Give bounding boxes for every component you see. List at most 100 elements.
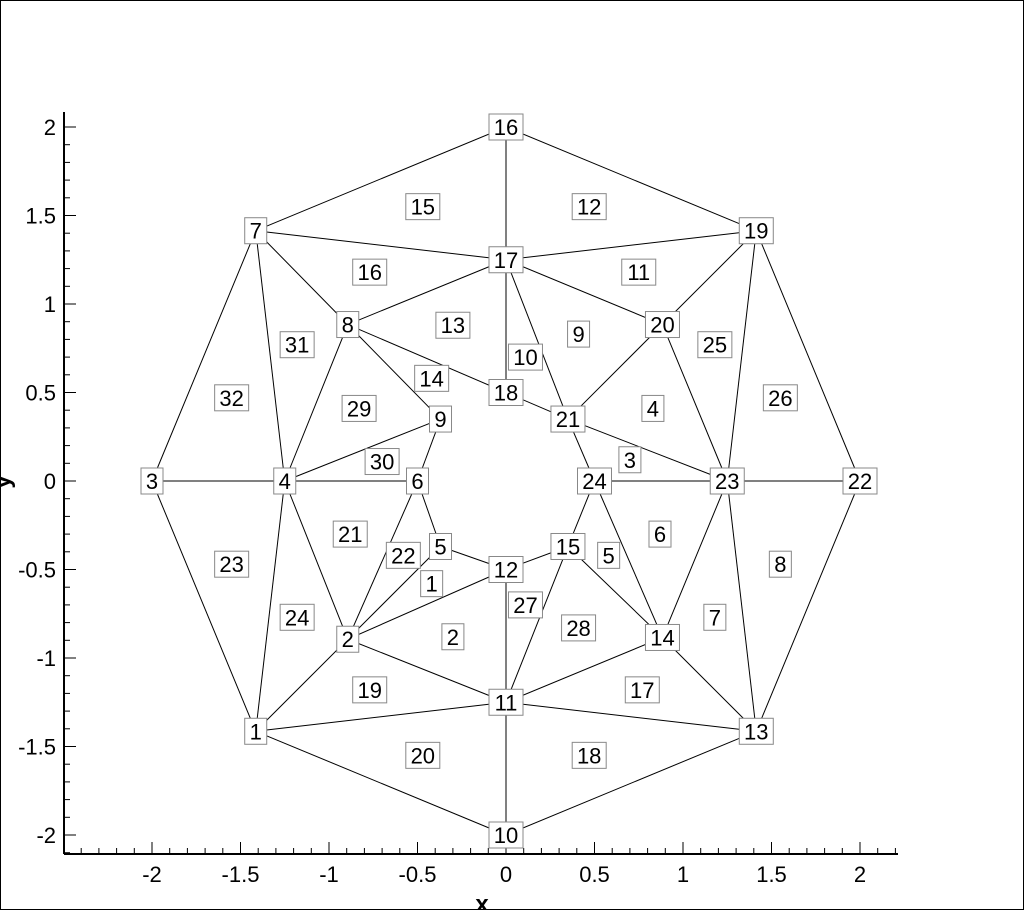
node-label: 13 [738, 717, 774, 745]
element-label-box [762, 384, 798, 412]
element-label-box [571, 193, 607, 221]
element-label-box [214, 384, 250, 412]
element-label: 14 [414, 364, 450, 392]
node-label: 3 [140, 467, 164, 495]
element-label: 5 [597, 541, 621, 569]
mesh-edge [662, 480, 728, 638]
node-label-box [244, 717, 268, 745]
element-label-text: 7 [709, 605, 721, 630]
mesh-edge [347, 324, 441, 420]
element-label-box [697, 331, 733, 359]
node-label-box [488, 246, 524, 274]
element-label: 29 [341, 394, 377, 422]
element-label-box [364, 448, 400, 476]
node-label-text: 4 [279, 469, 291, 494]
node-label: 2 [336, 625, 360, 653]
node-label-box [842, 467, 878, 495]
mesh-edge [662, 637, 757, 732]
node-label: 22 [842, 467, 878, 495]
element-label: 27 [507, 591, 543, 619]
element-label: 24 [279, 603, 315, 631]
element-label-text: 23 [219, 552, 243, 577]
element-label: 9 [567, 320, 591, 348]
node-label: 19 [738, 217, 774, 245]
element-label-text: 27 [513, 593, 537, 618]
element-label-box [597, 541, 621, 569]
element-label-text: 11 [627, 260, 650, 285]
node-label-box [709, 467, 745, 495]
mesh-edge [505, 637, 663, 703]
mesh-edge [347, 324, 507, 393]
element-label-box [624, 676, 660, 704]
node-label: 14 [644, 623, 680, 651]
element-label-text: 14 [419, 366, 443, 391]
node-label-box [429, 532, 453, 560]
node-label-box [488, 821, 524, 849]
mesh-edge [755, 480, 861, 732]
mesh-edge [594, 480, 663, 638]
element-label: 17 [624, 676, 660, 704]
element-label-box [561, 614, 597, 642]
node-label: 12 [488, 556, 524, 583]
element-label-text: 13 [441, 313, 465, 338]
node-label-text: 15 [556, 534, 580, 559]
node-label-box [273, 467, 297, 495]
node-label-text: 19 [744, 219, 768, 244]
node-label-box [644, 311, 680, 339]
element-label: 23 [214, 550, 250, 578]
node-label-box [488, 379, 524, 406]
element-label-text: 5 [603, 543, 615, 568]
element-label-text: 3 [624, 448, 636, 473]
node-label-text: 2 [342, 627, 354, 652]
element-label: 28 [561, 614, 597, 642]
element-label-box [571, 741, 607, 769]
node-label: 23 [709, 467, 745, 495]
element-label-text: 24 [285, 605, 309, 630]
node-label: 15 [550, 532, 586, 560]
element-label-box [279, 331, 315, 359]
element-label-box [332, 520, 368, 548]
element-label-text: 17 [630, 678, 654, 703]
element-label: 21 [332, 520, 368, 548]
element-label: 32 [214, 384, 250, 412]
element-label: 10 [507, 343, 543, 371]
mesh-edge [284, 324, 349, 482]
element-label-text: 9 [572, 322, 584, 347]
node-label: 10 [488, 821, 524, 849]
node-label-text: 20 [650, 313, 674, 338]
element-label-box [621, 258, 657, 286]
node-label: 5 [429, 532, 453, 560]
node-label-text: 17 [494, 248, 518, 273]
mesh-edge [662, 324, 728, 482]
x-tick-label: -1 [319, 862, 339, 887]
mesh-edge [255, 230, 507, 261]
mesh-edge [151, 230, 257, 482]
element-label-box [435, 311, 471, 339]
mesh-edge [347, 480, 418, 640]
element-label: 12 [571, 193, 607, 221]
node-label-box [406, 467, 429, 495]
element-label-box [385, 541, 421, 569]
mesh-edge [505, 259, 663, 325]
mesh-edge [726, 230, 757, 482]
element-label-text: 15 [411, 195, 435, 220]
mesh-edge [755, 230, 861, 482]
node-label-text: 21 [556, 407, 580, 432]
x-tick-label: 0 [500, 862, 512, 887]
y-tick-label: -1 [36, 646, 56, 671]
element-label-text: 6 [654, 522, 666, 547]
mesh-edges [151, 126, 861, 836]
mesh-edge [255, 638, 349, 732]
x-tick-label: 0.5 [579, 862, 610, 887]
mesh-edge [151, 480, 257, 732]
mesh-edge [284, 480, 349, 640]
y-tick-label: -0.5 [18, 558, 56, 583]
node-label: 4 [273, 467, 297, 495]
node-label-text: 7 [250, 219, 262, 244]
node-label: 17 [488, 246, 524, 274]
y-axis-title: y [0, 475, 16, 489]
element-label: 13 [435, 311, 471, 339]
node-label-box [488, 556, 524, 583]
node-label-box [550, 532, 586, 560]
